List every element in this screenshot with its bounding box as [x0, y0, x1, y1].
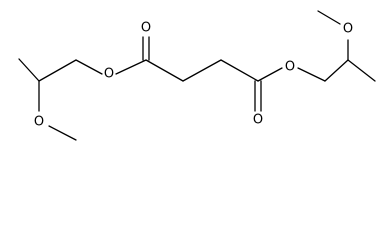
bond-right-ether-o-methyl	[317, 10, 341, 25]
bond-backbone-3	[220, 59, 259, 82]
atom-left-ether-oxygen: O	[34, 115, 44, 130]
bond-left-o-carbonyl-c	[115, 59, 147, 75]
bond-backbone-1	[145, 59, 184, 82]
atom-right-carbonyl-oxygen: O	[253, 113, 263, 128]
bond-right-methyl	[347, 59, 376, 82]
bond-left-ch2-o	[75, 59, 103, 75]
atom-labels: O O O O O O	[34, 21, 353, 130]
bond-right-o-ch2	[297, 67, 326, 82]
bond-backbone-2	[182, 59, 222, 82]
atom-left-carbonyl-oxygen: O	[141, 21, 151, 36]
bond-left-ch-ch2	[38, 59, 77, 82]
chemical-structure-diagram: O O O O O O	[18, 10, 376, 141]
bond-skeleton	[18, 10, 376, 141]
atom-right-ester-oxygen: O	[285, 60, 295, 75]
bond-right-carbonyl-c-o	[257, 67, 283, 82]
atom-left-ester-oxygen: O	[104, 67, 114, 82]
bond-right-ch2-ch	[324, 59, 349, 82]
bond-left-ether-o-methyl	[48, 125, 77, 141]
atom-right-ether-oxygen: O	[343, 22, 353, 37]
bond-left-methyl	[18, 58, 40, 82]
